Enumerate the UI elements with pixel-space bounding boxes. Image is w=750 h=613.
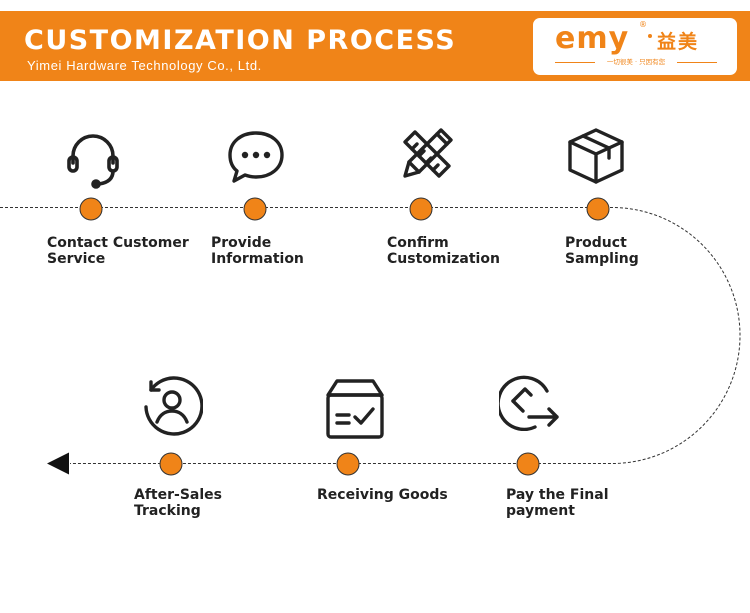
logo-chinese-text: 益美 — [657, 31, 700, 53]
chat-bubble-icon — [226, 127, 286, 187]
step-dot-2 — [243, 197, 267, 221]
step-dot-5 — [516, 452, 540, 476]
payment-arrow-icon — [496, 371, 559, 432]
logo-dot — [648, 34, 652, 38]
page-title: CUSTOMIZATION PROCESS — [24, 25, 457, 56]
brand-logo: emy ® 益美 一切很美 · 只因有您 — [533, 18, 737, 75]
step-label-after-sales-tracking: After-Sales Tracking — [134, 487, 222, 519]
flow-end-arrow — [47, 452, 69, 475]
step-dot-3 — [409, 197, 433, 221]
headset-icon — [63, 130, 123, 190]
logo-brand-text: emy — [555, 21, 630, 56]
step-label-receiving-goods: Receiving Goods — [317, 487, 448, 503]
logo-rule-right — [677, 62, 717, 63]
logo-rule-left — [555, 62, 595, 63]
step-label-confirm-customization: Confirm Customization — [387, 235, 500, 267]
logo-slogan: 一切很美 · 只因有您 — [606, 58, 666, 66]
delivery-box-icon — [323, 377, 384, 439]
step-dot-7 — [159, 452, 183, 476]
step-label-pay-final-payment: Pay the Final payment — [506, 487, 609, 519]
step-dot-6 — [336, 452, 360, 476]
step-label-product-sampling: Product Sampling — [565, 235, 639, 267]
header-banner: CUSTOMIZATION PROCESS Yimei Hardware Tec… — [0, 11, 750, 81]
company-name: Yimei Hardware Technology Co., Ltd. — [27, 58, 262, 73]
step-dot-1 — [79, 197, 103, 221]
step-label-provide-information: Provide Information — [211, 235, 304, 267]
registered-mark: ® — [639, 20, 647, 29]
pencil-ruler-icon — [397, 124, 457, 184]
step-label-contact-customer-service: Contact Customer Service — [47, 235, 189, 267]
box-icon — [566, 126, 626, 186]
step-dot-4 — [586, 197, 610, 221]
user-refresh-icon — [141, 376, 204, 436]
